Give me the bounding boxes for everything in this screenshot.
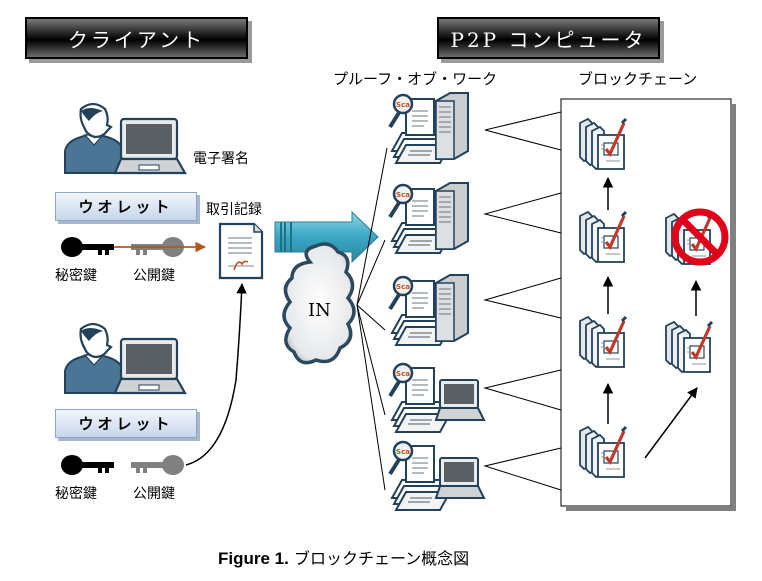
public-key-icon-2	[131, 455, 184, 475]
public-key-label-1: 公開鍵	[133, 268, 175, 284]
cloud-label: IN	[308, 300, 331, 321]
broadcast-arrow-icon	[274, 210, 379, 264]
private-key-label-2: 秘密鍵	[55, 486, 97, 502]
client-header-text: クライアント	[67, 27, 206, 52]
public-key-label-2: 公開鍵	[133, 486, 175, 502]
node-to-chain-links	[483, 111, 562, 491]
network-links	[356, 147, 388, 491]
p2p-header-text: P2P コンピュータ	[450, 27, 647, 52]
pow-node-laptop-4	[388, 362, 485, 434]
private-key-label-1: 秘密鍵	[55, 268, 97, 284]
pow-node-server-1	[388, 92, 469, 165]
blockchain-label: ブロックチェーン	[578, 70, 698, 88]
wallet-1[interactable]: ウオレット	[55, 192, 197, 221]
private-key-icon-2	[61, 455, 114, 475]
internet-cloud-icon	[282, 242, 356, 365]
prohibited-icon	[671, 208, 729, 266]
figure-number: Figure 1.	[218, 549, 289, 568]
client-person-laptop-icon-2	[63, 322, 187, 395]
wallet-1-label: ウオレット	[78, 198, 174, 216]
transaction-document-icon	[218, 222, 264, 280]
wallet-2-label: ウオレット	[78, 415, 174, 433]
private-key-icon-1	[61, 237, 114, 257]
pow-node-server-2	[388, 182, 469, 255]
pow-node-server-3	[388, 274, 469, 347]
public-key-to-transaction-arrow	[185, 282, 247, 466]
p2p-header: P2P コンピュータ	[437, 17, 660, 59]
wallet-2[interactable]: ウオレット	[55, 409, 197, 438]
pow-node-laptop-5	[388, 440, 485, 512]
client-person-laptop-icon-1	[63, 102, 187, 175]
figure-caption: Figure 1. ブロックチェーン概念図	[218, 545, 469, 569]
client-header: クライアント	[25, 17, 248, 59]
transaction-record-label: 取引記録	[206, 202, 262, 218]
figure-title: ブロックチェーン概念図	[293, 549, 470, 568]
digital-signature-label: 電子署名	[193, 151, 249, 167]
pow-label: プルーフ・オブ・ワーク	[333, 70, 498, 88]
chain-arrows	[602, 176, 702, 459]
